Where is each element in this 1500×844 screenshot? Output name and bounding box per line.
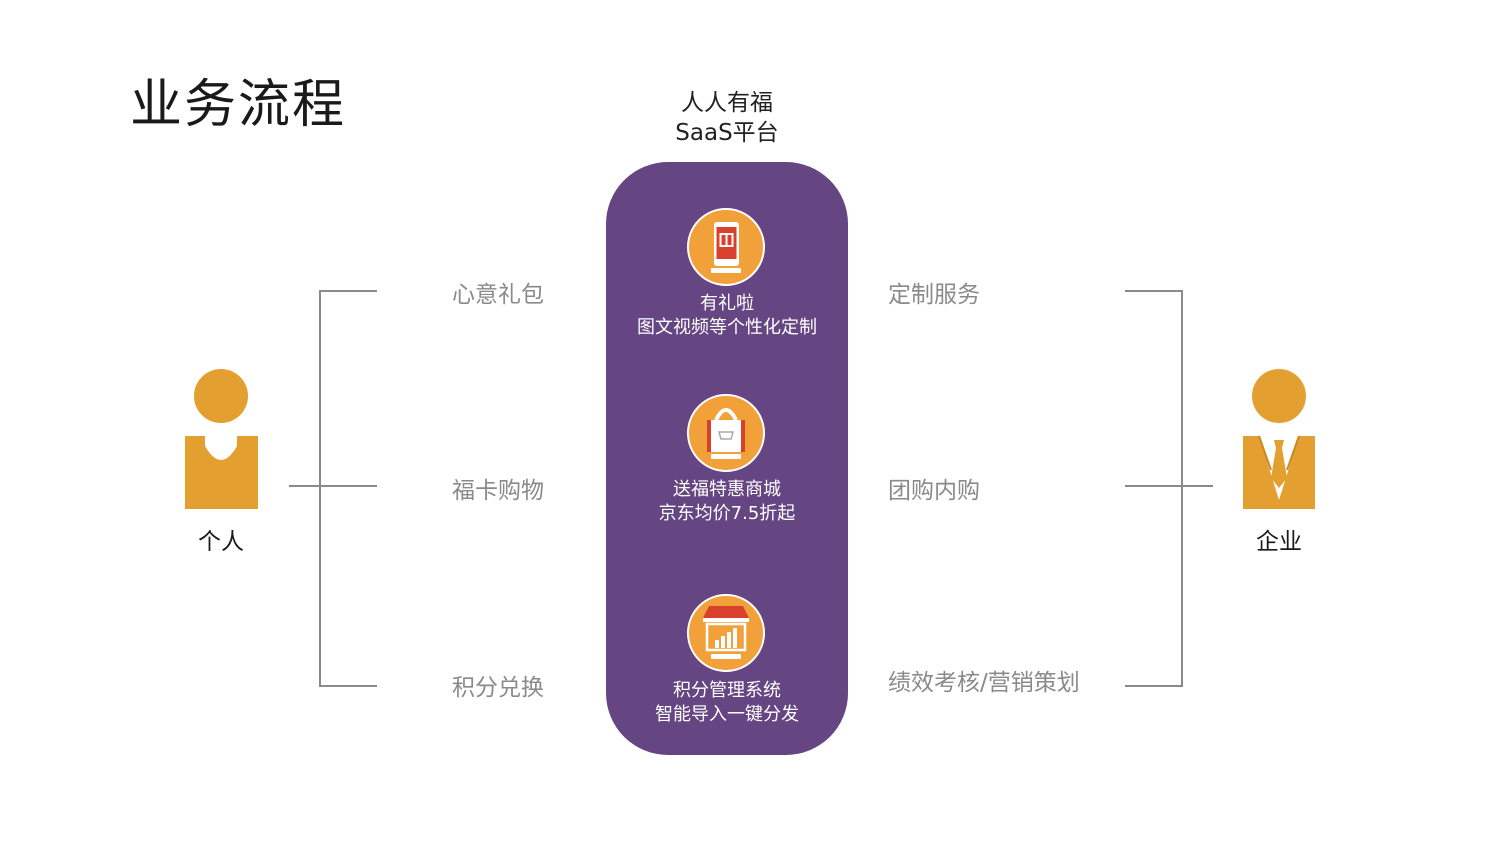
feature-title: 积分管理系统: [673, 680, 781, 701]
shopping-bag-icon: [687, 394, 765, 472]
enterprise-item: 定制服务: [888, 282, 980, 308]
feature-item: 积分管理系统 智能导入一键分发: [606, 679, 848, 727]
individual-item: 积分兑换: [452, 675, 544, 701]
platform-name-line1: 人人有福: [681, 90, 773, 116]
page-title: 业务流程: [130, 75, 347, 135]
platform-name-line2: SaaS平台: [675, 120, 779, 146]
right-bracket: [1125, 290, 1183, 687]
storefront-icon: [687, 594, 765, 672]
feature-title: 有礼啦: [700, 293, 754, 314]
platform-title: 人人有福 SaaS平台: [606, 88, 848, 148]
feature-subtitle: 图文视频等个性化定制: [637, 317, 817, 338]
feature-item: 有礼啦 图文视频等个性化定制: [606, 292, 848, 340]
feature-subtitle: 京东均价7.5折起: [658, 503, 796, 524]
individual-label: 个人: [198, 529, 244, 555]
gift-box-phone-icon: [687, 208, 765, 286]
individual-item: 心意礼包: [452, 282, 544, 308]
enterprise-label: 企业: [1256, 529, 1302, 555]
enterprise-item: 团购内购: [888, 478, 980, 504]
left-bracket: [319, 290, 377, 687]
enterprise-item: 绩效考核/营销策划: [888, 670, 1080, 696]
feature-item: 送福特惠商城 京东均价7.5折起: [606, 478, 848, 526]
feature-title: 送福特惠商城: [673, 479, 781, 500]
feature-subtitle: 智能导入一键分发: [655, 704, 799, 725]
individual-item: 福卡购物: [452, 478, 544, 504]
